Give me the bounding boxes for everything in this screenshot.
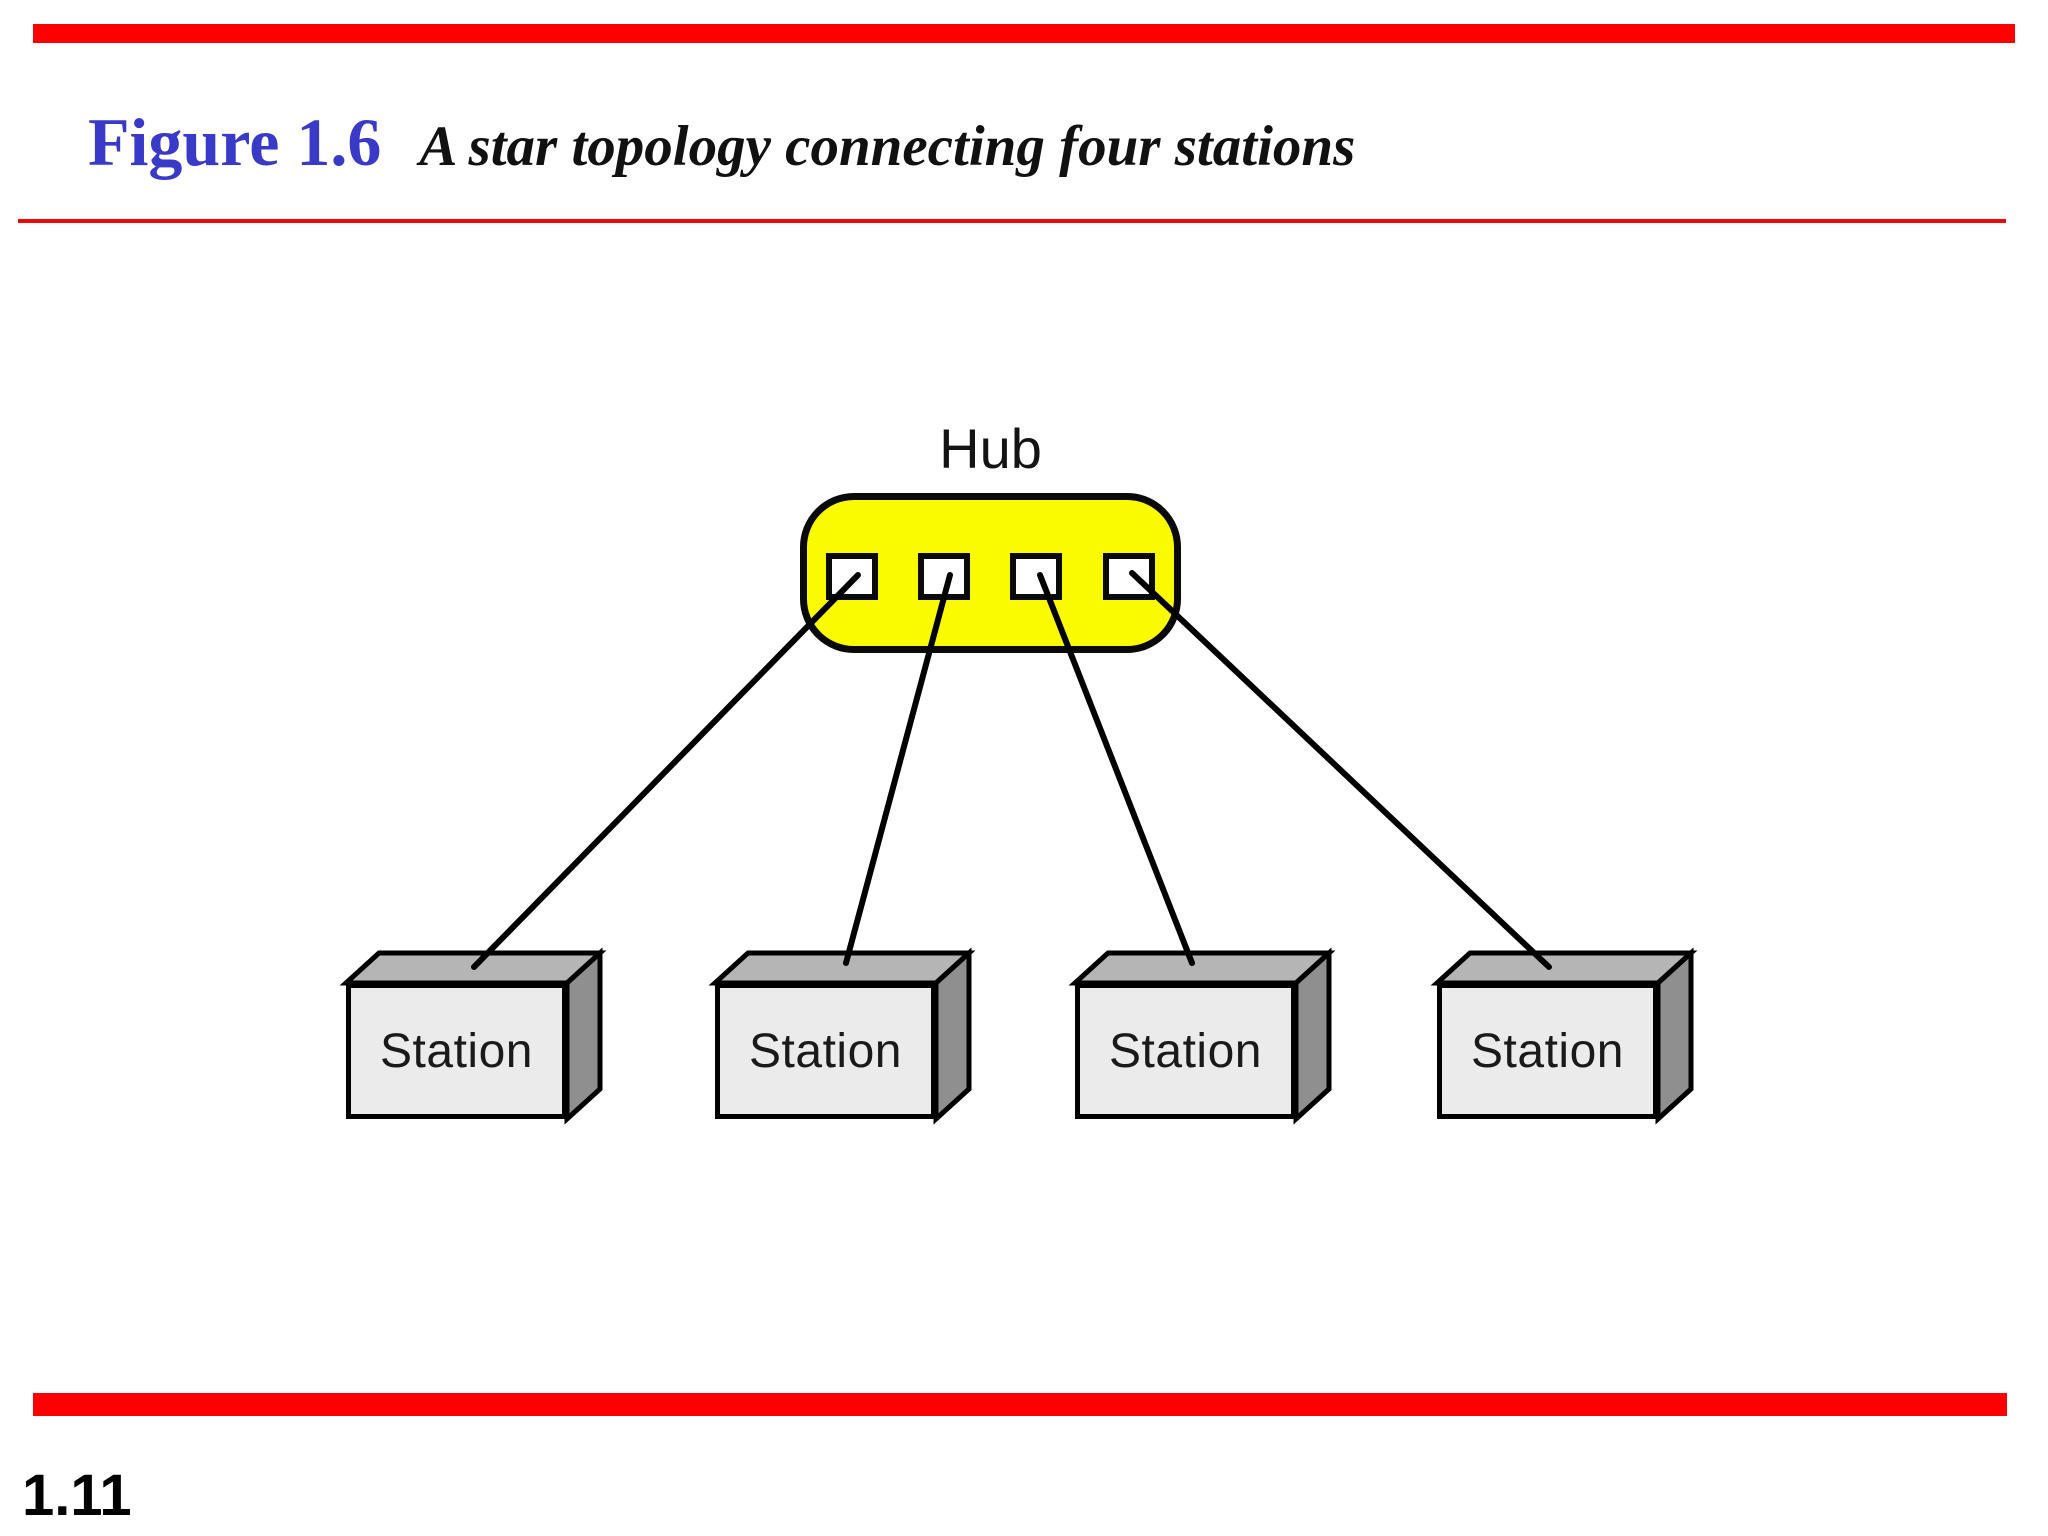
station-1-box: Station <box>346 983 567 1119</box>
station-3-box: Station <box>1075 983 1296 1119</box>
station-1-top-face <box>339 950 607 986</box>
station-2-top-face <box>708 950 976 986</box>
station-4-top-face <box>1430 950 1698 986</box>
station-1-label: Station <box>380 1024 533 1078</box>
connection-line-1 <box>471 572 861 970</box>
station-3-top-face <box>1068 950 1336 986</box>
station-3-side-face <box>1293 947 1332 1125</box>
figure-caption: A star topology connecting four stations <box>419 115 1356 178</box>
top-accent-bar <box>33 24 2015 43</box>
hub-port-4 <box>1103 553 1155 600</box>
bottom-accent-bar <box>33 1393 2007 1416</box>
hub-port-3 <box>1010 553 1062 600</box>
station-1-side-face <box>564 947 603 1125</box>
figure-label: Figure 1.6 <box>88 104 382 180</box>
station-2-box: Station <box>715 983 936 1119</box>
station-3-label: Station <box>1109 1024 1262 1078</box>
slide-title: Figure 1.6 A star topology connecting fou… <box>88 103 1355 182</box>
station-4-label: Station <box>1471 1024 1624 1078</box>
station-4-side-face <box>1655 947 1694 1125</box>
station-4-box: Station <box>1437 983 1658 1119</box>
hub-port-1 <box>826 553 878 600</box>
connection-line-4 <box>1129 570 1552 970</box>
hub-label: Hub <box>939 417 1042 480</box>
title-rule <box>18 219 2006 223</box>
hub-port-2 <box>918 553 970 600</box>
station-2-label: Station <box>749 1024 902 1078</box>
station-2-side-face <box>933 947 972 1125</box>
page-number: 1.11 <box>22 1463 132 1528</box>
